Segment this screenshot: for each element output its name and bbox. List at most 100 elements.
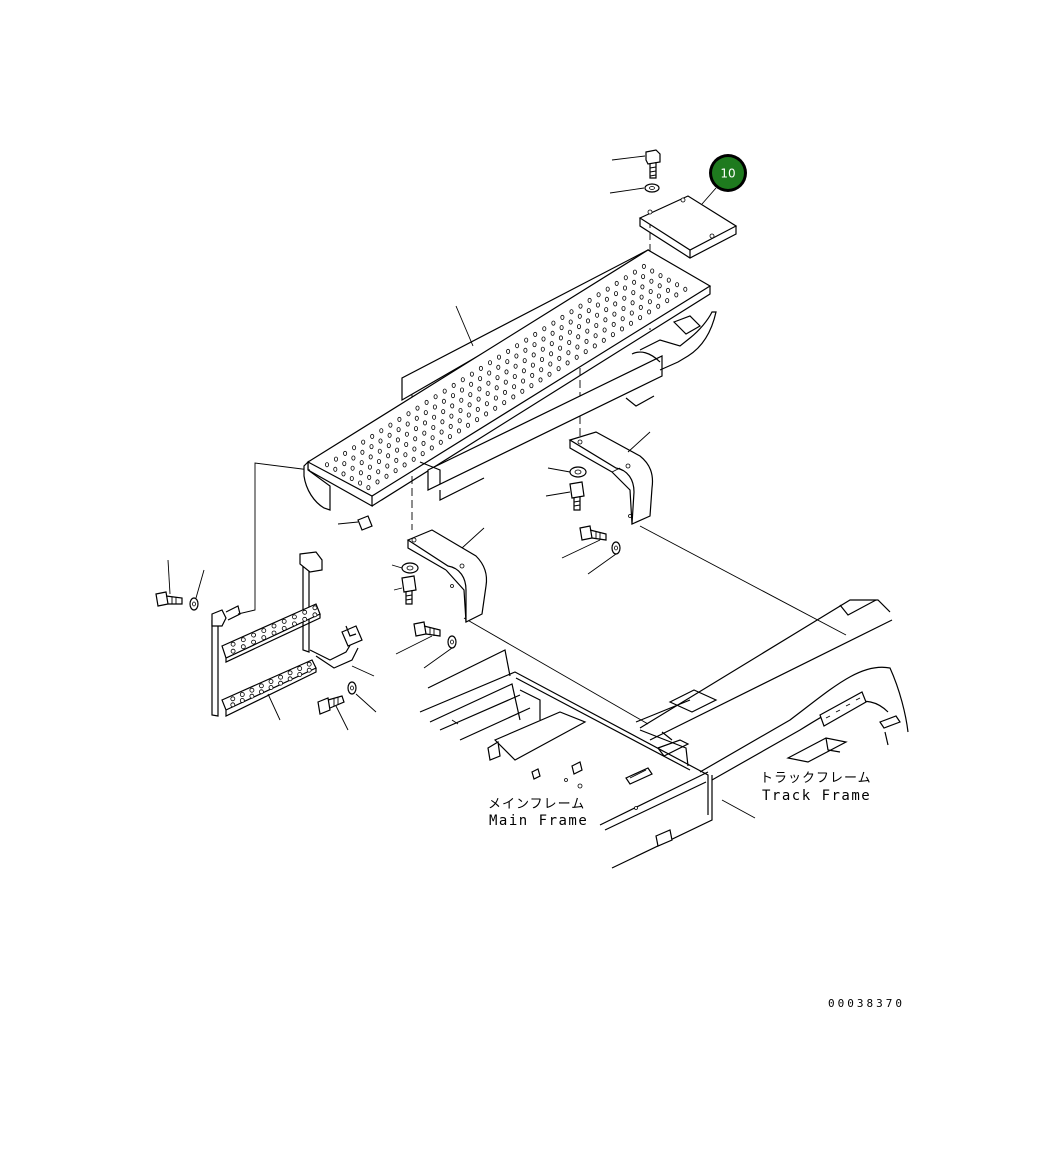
perforation-hole <box>396 427 401 433</box>
perforation-hole <box>647 309 652 315</box>
perforation-hole <box>441 409 446 415</box>
perforation-hole <box>547 371 552 377</box>
perforation-hole <box>476 396 481 402</box>
perforation-hole <box>324 462 329 468</box>
perforation-hole <box>550 330 555 336</box>
perforation-hole <box>595 312 600 318</box>
track-frame-label: トラックフレーム Track Frame <box>760 771 872 804</box>
perforation-hole <box>350 465 355 471</box>
top-washer <box>609 183 660 194</box>
perforation-hole <box>333 466 338 472</box>
knob-bolt <box>337 515 373 531</box>
perforation-hole <box>641 274 646 280</box>
bolt-horizontal-left <box>395 621 457 669</box>
step-hole <box>230 641 236 647</box>
perforation-hole <box>422 430 427 436</box>
perforation-hole <box>614 280 619 286</box>
perforation-hole <box>386 453 391 459</box>
perforation-hole <box>542 326 547 332</box>
perforation-hole <box>494 385 499 391</box>
perforation-hole <box>656 293 661 299</box>
perforation-hole <box>351 455 356 461</box>
perforation-hole <box>602 327 607 333</box>
step-hole <box>230 648 236 654</box>
perforation-hole <box>406 411 411 417</box>
perforation-hole <box>352 445 357 451</box>
step-hole <box>258 683 264 689</box>
perforation-hole <box>647 299 652 305</box>
perforation-hole <box>540 346 545 352</box>
perforation-hole <box>604 307 609 313</box>
callout-marker[interactable] <box>712 157 744 189</box>
perforation-hole <box>459 387 464 393</box>
perforation-holes <box>324 263 688 491</box>
perforation-hole <box>487 370 492 376</box>
perforation-hole <box>523 347 528 353</box>
callout-10[interactable]: 10 <box>701 154 747 205</box>
washer-left <box>391 562 419 574</box>
perforation-hole <box>402 462 407 468</box>
perforation-hole <box>502 400 507 406</box>
drawing-number: 00038370 <box>828 997 905 1010</box>
callout-number[interactable]: 10 <box>720 167 735 181</box>
perforation-hole <box>467 402 472 408</box>
perforation-hole <box>666 277 671 283</box>
perforation-hole <box>583 349 588 355</box>
top-bolt <box>611 149 661 179</box>
perforation-hole <box>641 263 646 269</box>
walkway-step <box>303 249 717 511</box>
perforation-hole <box>475 406 480 412</box>
perforation-hole <box>386 443 391 449</box>
perforation-hole <box>506 348 511 354</box>
perforation-hole <box>343 450 348 456</box>
perforation-hole <box>521 378 526 384</box>
perforation-hole <box>404 441 409 447</box>
perforation-hole <box>477 386 482 392</box>
perforation-hole <box>656 303 661 309</box>
perforation-hole <box>504 369 509 375</box>
perforation-hole <box>592 343 597 349</box>
step-hole <box>240 637 246 643</box>
perforation-hole <box>567 339 572 345</box>
step-hole <box>281 626 287 631</box>
perforation-hole <box>448 423 453 429</box>
perforation-hole <box>596 292 601 298</box>
perforation-hole <box>475 417 480 423</box>
step-hole <box>306 667 312 673</box>
perforation-hole <box>632 279 637 285</box>
perforation-hole <box>530 362 535 368</box>
perforation-hole <box>403 452 408 458</box>
step-hole <box>258 689 264 695</box>
ladder-bolt-bottom <box>317 681 377 731</box>
perforation-hole <box>484 401 489 407</box>
perforation-hole <box>430 435 435 441</box>
perforation-hole <box>412 446 417 452</box>
perforation-hole <box>502 389 507 395</box>
perforation-hole <box>397 416 402 422</box>
perforation-hole <box>368 454 373 460</box>
perforation-hole <box>631 290 636 296</box>
perforation-hole <box>384 473 389 479</box>
perforation-hole <box>442 388 447 394</box>
perforation-hole <box>411 456 416 462</box>
perforation-hole <box>478 376 483 382</box>
perforation-hole <box>450 393 455 399</box>
perforation-hole <box>495 375 500 381</box>
perforation-hole <box>638 304 643 310</box>
perforation-hole <box>370 433 375 439</box>
main-frame-label: メインフレーム Main Frame <box>488 797 587 829</box>
step-ladder <box>211 551 375 721</box>
perforation-hole <box>415 405 420 411</box>
perforation-hole <box>621 305 626 311</box>
perforation-hole <box>578 303 583 309</box>
track-frame-label-jp: トラックフレーム <box>760 771 872 786</box>
perforation-hole <box>422 420 427 426</box>
perforation-hole <box>421 440 426 446</box>
perforation-hole <box>447 434 452 440</box>
ladder-bolt-left <box>155 559 205 611</box>
step-hole <box>230 702 236 708</box>
perforation-hole <box>395 437 400 443</box>
step-hole <box>261 628 267 633</box>
perforation-hole <box>549 341 554 347</box>
perforation-hole <box>465 422 470 428</box>
